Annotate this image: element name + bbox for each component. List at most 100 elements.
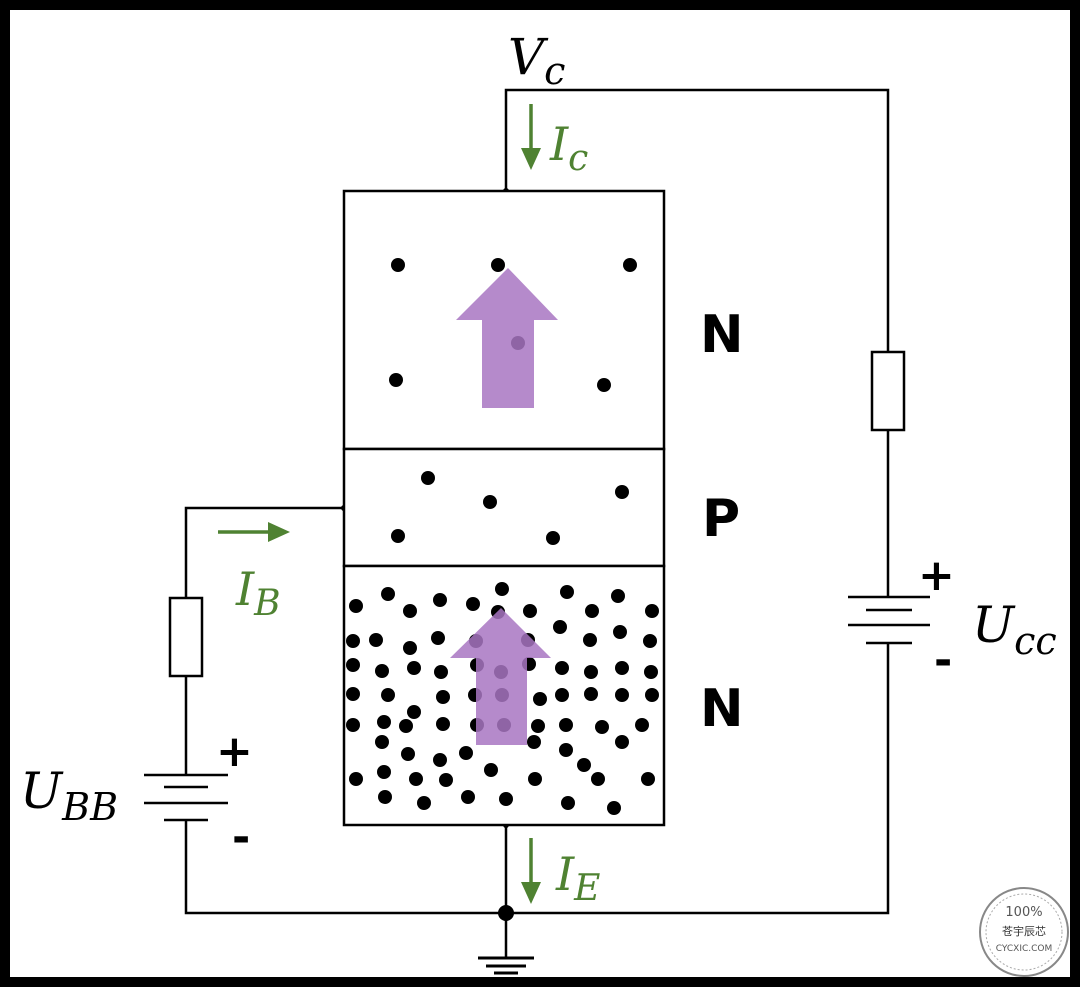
carrier-dot <box>560 585 574 599</box>
carrier-dot <box>527 735 541 749</box>
carrier-dot <box>611 589 625 603</box>
base-carriers <box>391 471 629 545</box>
carrier-dot <box>484 763 498 777</box>
watermark-percent: 100% <box>1005 905 1042 920</box>
carrier-dot <box>615 688 629 702</box>
carrier-dot <box>403 604 417 618</box>
carrier-dot <box>597 378 611 392</box>
carrier-dot <box>577 758 591 772</box>
carrier-dot <box>349 772 363 786</box>
carrier-dot <box>591 772 605 786</box>
wire-ucc-to-ground <box>506 643 890 915</box>
watermark-seal: 100% 苍宇辰芯 CYCXIC.COM <box>979 887 1069 977</box>
carrier-dot <box>615 661 629 675</box>
carrier-dot <box>533 692 547 706</box>
carrier-dot <box>375 735 389 749</box>
junction-node <box>498 905 514 921</box>
label-vc: Vc <box>508 28 565 93</box>
carrier-dot <box>377 765 391 779</box>
label-ie-sub: E <box>573 868 600 909</box>
carrier-dot <box>433 593 447 607</box>
label-ic: Ic <box>549 117 588 179</box>
carrier-dot <box>491 258 505 272</box>
carrier-dot <box>555 661 569 675</box>
carrier-dot <box>607 801 621 815</box>
carrier-dot <box>433 753 447 767</box>
carrier-dot <box>641 772 655 786</box>
ground-symbol <box>478 956 534 975</box>
carrier-dot <box>421 471 435 485</box>
carrier-dot <box>583 633 597 647</box>
carrier-dot <box>645 688 659 702</box>
carrier-dot <box>459 746 473 760</box>
carrier-dot <box>553 620 567 634</box>
carrier-dot <box>439 773 453 787</box>
resistor-rc <box>870 350 906 432</box>
wire-ubb-to-ground <box>184 820 506 915</box>
carrier-dot <box>559 743 573 757</box>
carrier-dot <box>466 597 480 611</box>
carrier-dot <box>645 604 659 618</box>
carrier-dot <box>391 529 405 543</box>
battery-ubb <box>144 773 228 822</box>
carrier-dot <box>595 720 609 734</box>
label-vc-sub: c <box>544 49 565 93</box>
current-arrow-ie <box>521 838 541 904</box>
carrier-dot <box>346 658 360 672</box>
carrier-dot <box>391 258 405 272</box>
carrier-dot <box>559 718 573 732</box>
wire-base <box>184 506 344 598</box>
carrier-dot <box>555 688 569 702</box>
ucc-minus-sign: - <box>934 635 952 686</box>
carrier-dot <box>643 634 657 648</box>
carrier-dot <box>644 665 658 679</box>
carrier-dot <box>613 625 627 639</box>
carrier-dot <box>635 718 649 732</box>
carrier-dot <box>623 258 637 272</box>
carrier-dot <box>436 717 450 731</box>
carrier-dot <box>346 718 360 732</box>
carrier-dot <box>403 641 417 655</box>
carrier-dot <box>378 790 392 804</box>
wire-collector <box>504 88 890 352</box>
circuit-wires <box>184 88 890 958</box>
carrier-dot <box>615 735 629 749</box>
carrier-dot <box>436 690 450 704</box>
carrier-dot <box>389 373 403 387</box>
carrier-dot <box>561 796 575 810</box>
label-ib-sub: B <box>253 583 280 624</box>
base-region <box>342 447 666 568</box>
battery-ucc <box>848 595 930 645</box>
carrier-dot <box>346 634 360 648</box>
label-ic-sub: c <box>568 138 588 179</box>
current-arrow-ic <box>521 104 541 170</box>
current-arrow-ib <box>218 522 290 542</box>
region-label-n-top: N <box>700 305 744 365</box>
carrier-dot <box>483 495 497 509</box>
carrier-dot <box>417 796 431 810</box>
carrier-dot <box>584 687 598 701</box>
label-ubb: UBB <box>20 762 118 829</box>
carrier-dot <box>349 599 363 613</box>
flow-arrow-collector <box>456 268 558 408</box>
carrier-dot <box>369 633 383 647</box>
carrier-dot <box>407 705 421 719</box>
label-ucc: Ucc <box>972 596 1057 663</box>
watermark-site: CYCXIC.COM <box>996 944 1053 954</box>
carrier-dot <box>381 587 395 601</box>
ubb-minus-sign: - <box>232 812 250 863</box>
carrier-dot <box>546 531 560 545</box>
label-ib: IB <box>235 562 281 624</box>
carrier-dot <box>407 661 421 675</box>
carrier-dot <box>346 687 360 701</box>
carrier-dot <box>585 604 599 618</box>
carrier-dot <box>531 719 545 733</box>
carrier-dot <box>399 719 413 733</box>
carrier-dot <box>584 665 598 679</box>
carrier-dot <box>381 688 395 702</box>
carrier-dot <box>615 485 629 499</box>
carrier-dot <box>528 772 542 786</box>
carrier-dot <box>401 747 415 761</box>
carrier-dot <box>499 792 513 806</box>
